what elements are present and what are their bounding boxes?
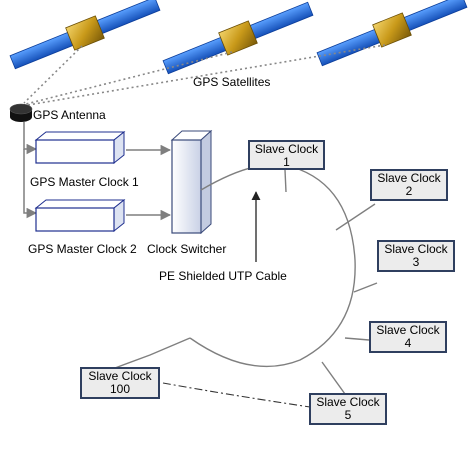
slave-clock-number: 3	[412, 255, 420, 269]
slave-branch-lines	[284, 169, 378, 395]
slave-clock-number: 4	[404, 336, 412, 350]
antenna-feed-lines	[23, 122, 38, 219]
slave-clock-title: Slave Clock	[384, 242, 448, 256]
satellite-icon	[162, 1, 314, 75]
slave-clock-title: Slave Clock	[376, 323, 440, 337]
dash-dot-link	[162, 382, 311, 408]
gps-antenna-label: GPS Antenna	[33, 108, 106, 122]
slave-clock-number: 1	[283, 155, 290, 169]
gps-master-clock-1	[34, 130, 126, 165]
gps-satellites-label: GPS Satellites	[193, 75, 271, 89]
slave-clock-number: 2	[405, 184, 413, 198]
gps-antenna-icon	[9, 103, 33, 122]
clock-switcher	[170, 129, 213, 235]
cable-ring	[114, 163, 356, 369]
slave-clock-number: 5	[344, 408, 352, 422]
slave-clock-3: Slave Clock 3	[377, 240, 455, 272]
gps-master-clock-1-label: GPS Master Clock 1	[30, 175, 139, 189]
master-to-switcher-lines	[126, 144, 172, 221]
slave-clock-100: Slave Clock 100	[80, 367, 160, 399]
slave-clock-4: Slave Clock 4	[369, 321, 447, 353]
gps-master-clock-2	[34, 198, 126, 233]
slave-clock-1: Slave Clock 1	[248, 140, 325, 170]
slave-clock-title: Slave Clock	[377, 171, 441, 185]
satellite-icon	[9, 0, 161, 70]
slave-clock-title: Slave Clock	[316, 395, 380, 409]
gps-master-clock-2-label: GPS Master Clock 2	[28, 242, 137, 256]
satellite-signal-lines	[23, 44, 386, 106]
slave-clock-title: Slave Clock	[88, 369, 152, 383]
cable-label: PE Shielded UTP Cable	[159, 269, 287, 283]
satellite-icon	[316, 0, 468, 67]
slave-clock-5: Slave Clock 5	[309, 393, 387, 425]
slave-clock-title: Slave Clock	[254, 142, 319, 156]
slave-clock-number: 100	[109, 382, 131, 396]
clock-switcher-label: Clock Switcher	[147, 242, 227, 256]
slave-clock-2: Slave Clock 2	[370, 169, 448, 201]
